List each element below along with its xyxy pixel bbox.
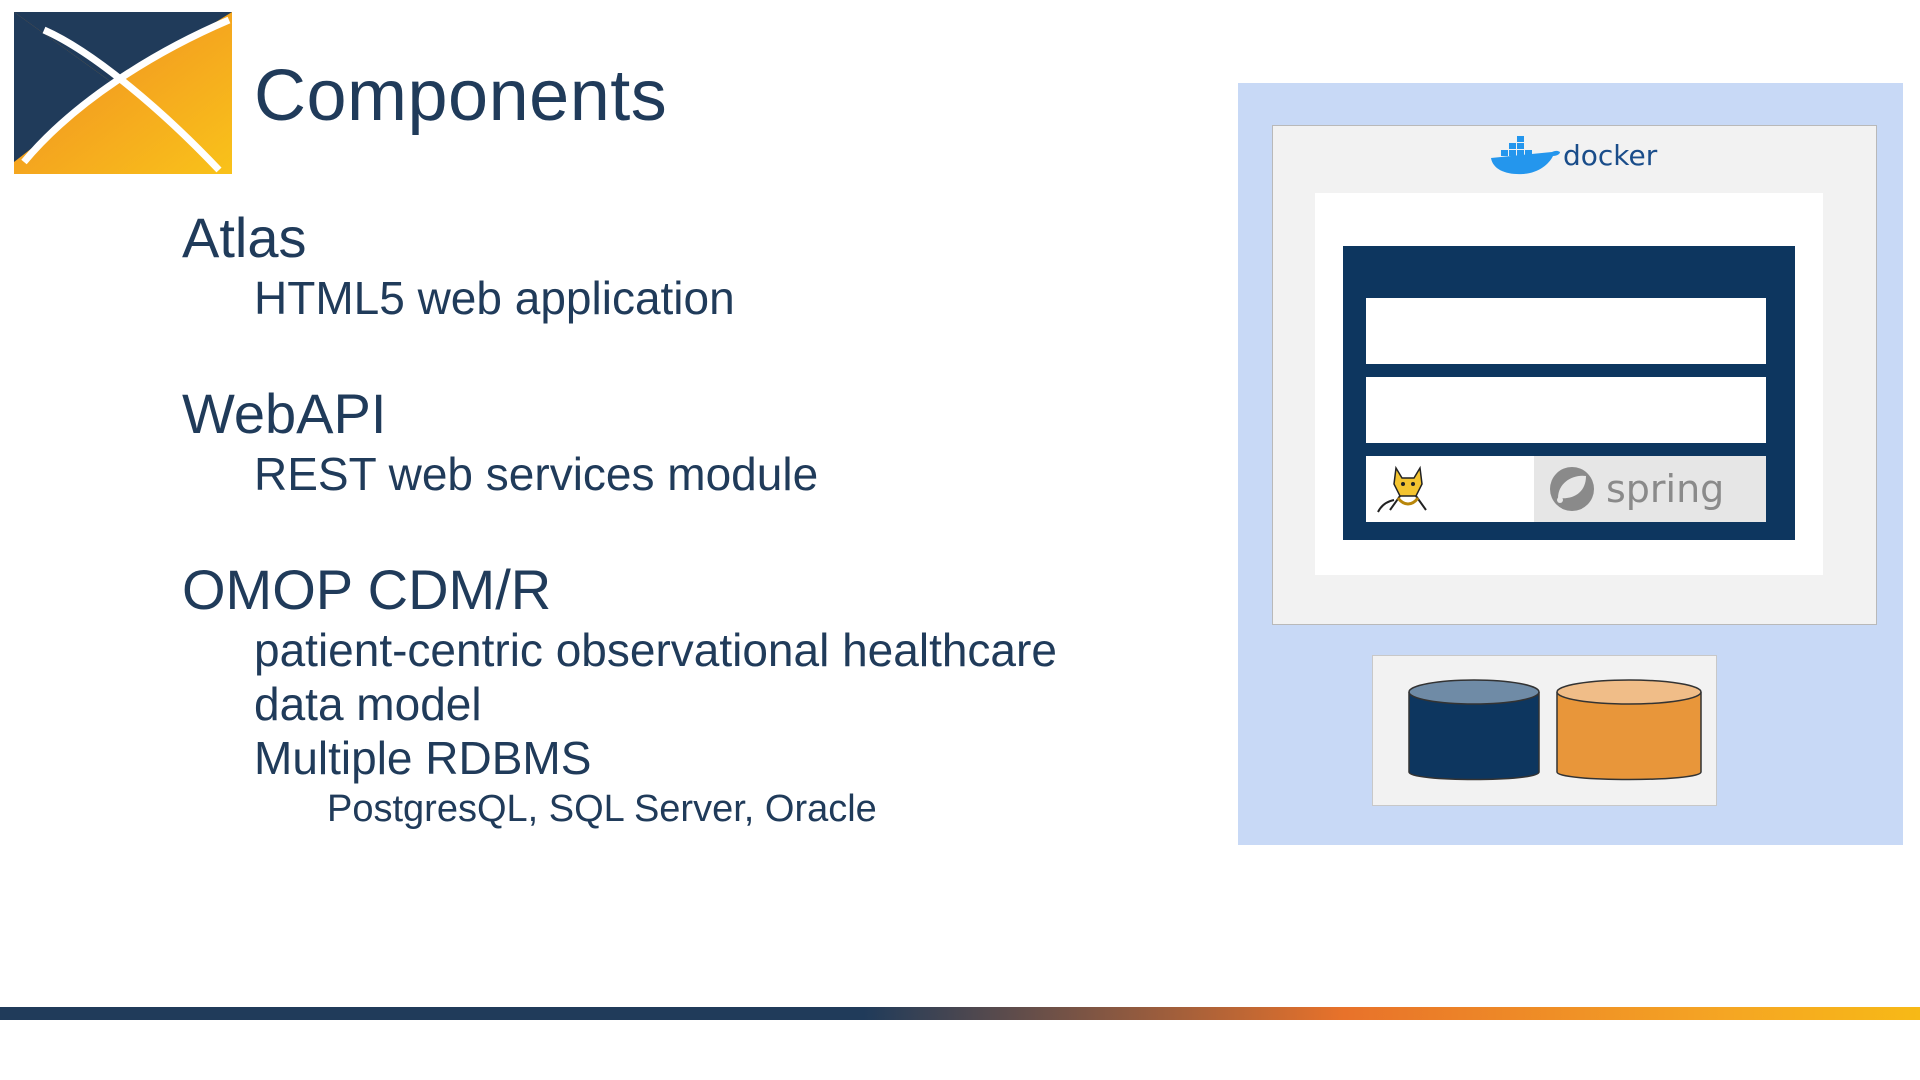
spring-leaf-icon	[1544, 464, 1600, 514]
server-slot: spring	[1366, 456, 1766, 522]
slide-title: Components	[254, 55, 667, 137]
host-box: spring	[1315, 193, 1823, 575]
app-container: spring	[1343, 246, 1795, 540]
bullet-omop: OMOP CDM/R	[182, 557, 1232, 623]
bullet-omop-rdbms-list: PostgresQL, SQL Server, Oracle	[182, 785, 1232, 833]
bullet-atlas-desc: HTML5 web application	[182, 271, 1232, 325]
bullet-list: Atlas HTML5 web application WebAPI REST …	[182, 205, 1232, 833]
docker-label: docker	[1563, 139, 1657, 172]
architecture-diagram: docker	[1238, 83, 1903, 845]
atlas-slot	[1366, 298, 1766, 364]
database-icon	[1407, 678, 1541, 788]
footer-gradient-bar	[0, 1007, 1920, 1020]
ohdsi-logo	[14, 12, 232, 174]
bullet-webapi-desc: REST web services module	[182, 447, 1232, 501]
bullet-atlas: Atlas	[182, 205, 1232, 271]
spring-logo: spring	[1534, 456, 1766, 522]
bullet-omop-desc-2: data model	[182, 677, 1232, 731]
bullet-omop-desc-3: Multiple RDBMS	[182, 731, 1232, 785]
bullet-webapi: WebAPI	[182, 381, 1232, 447]
webapi-slot	[1366, 377, 1766, 443]
tomcat-icon	[1376, 462, 1440, 514]
docker-logo: docker	[1489, 134, 1657, 176]
database-icon	[1555, 678, 1703, 788]
bullet-omop-desc-1: patient-centric observational healthcare	[182, 623, 1232, 677]
database-box	[1372, 655, 1717, 806]
docker-whale-icon	[1489, 134, 1561, 176]
spring-label: spring	[1606, 467, 1724, 511]
docker-container-box: docker	[1272, 125, 1877, 625]
